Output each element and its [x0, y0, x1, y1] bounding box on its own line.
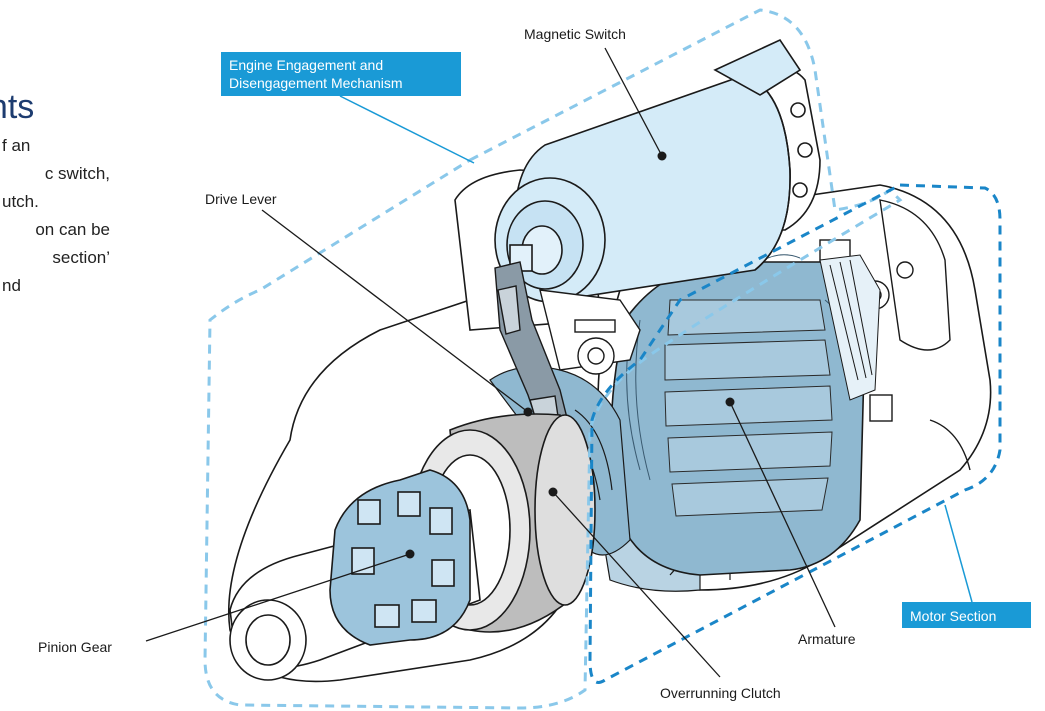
intro-line: f an	[2, 136, 31, 155]
drive-lever-dot	[523, 407, 533, 417]
armature-leader	[729, 401, 836, 628]
intro-line: on can be	[35, 220, 110, 239]
intro-line: c switch,	[44, 164, 110, 183]
engagement-tag-leader	[339, 95, 475, 164]
overrunning-clutch-leader	[552, 491, 721, 678]
intro-line: nd	[2, 276, 21, 295]
drive-lever-leader	[261, 209, 529, 413]
drive-lever-label: Drive Lever	[205, 191, 277, 207]
armature-label: Armature	[798, 631, 856, 647]
armature-dot	[725, 397, 735, 407]
engagement-tag-box	[221, 52, 461, 96]
motor-tag-box	[902, 602, 1031, 628]
magnetic-switch-part	[494, 38, 821, 303]
intro-text: f an c switch, utch. on can be section’ …	[0, 132, 110, 300]
page-title: ents	[0, 88, 35, 126]
overrunning-clutch-label: Overrunning Clutch	[660, 685, 781, 701]
engagement-tag-line2: Disengagement Mechanism	[229, 75, 403, 91]
magnetic-switch-leader	[604, 47, 663, 157]
engagement-tag-line1: Engine Engagement and	[229, 57, 383, 73]
engagement-section-outline	[203, 8, 903, 710]
motor-section-outline	[588, 183, 1002, 684]
intro-line: section’	[52, 248, 110, 267]
pinion-gear-dot	[405, 549, 415, 559]
magnetic-switch-label: Magnetic Switch	[524, 26, 626, 42]
motor-tag-leader	[944, 504, 973, 603]
magnetic-switch-dot	[657, 151, 667, 161]
plunger-bracket	[539, 289, 641, 375]
commutator	[819, 254, 881, 401]
pinion-gear-label: Pinion Gear	[38, 639, 112, 655]
motor-tag-label: Motor Section	[910, 608, 996, 624]
pinion-gear-leader	[145, 553, 411, 642]
intro-line: utch.	[2, 192, 39, 211]
end-frame-details	[819, 199, 971, 471]
overrunning-clutch-dot	[548, 487, 558, 497]
